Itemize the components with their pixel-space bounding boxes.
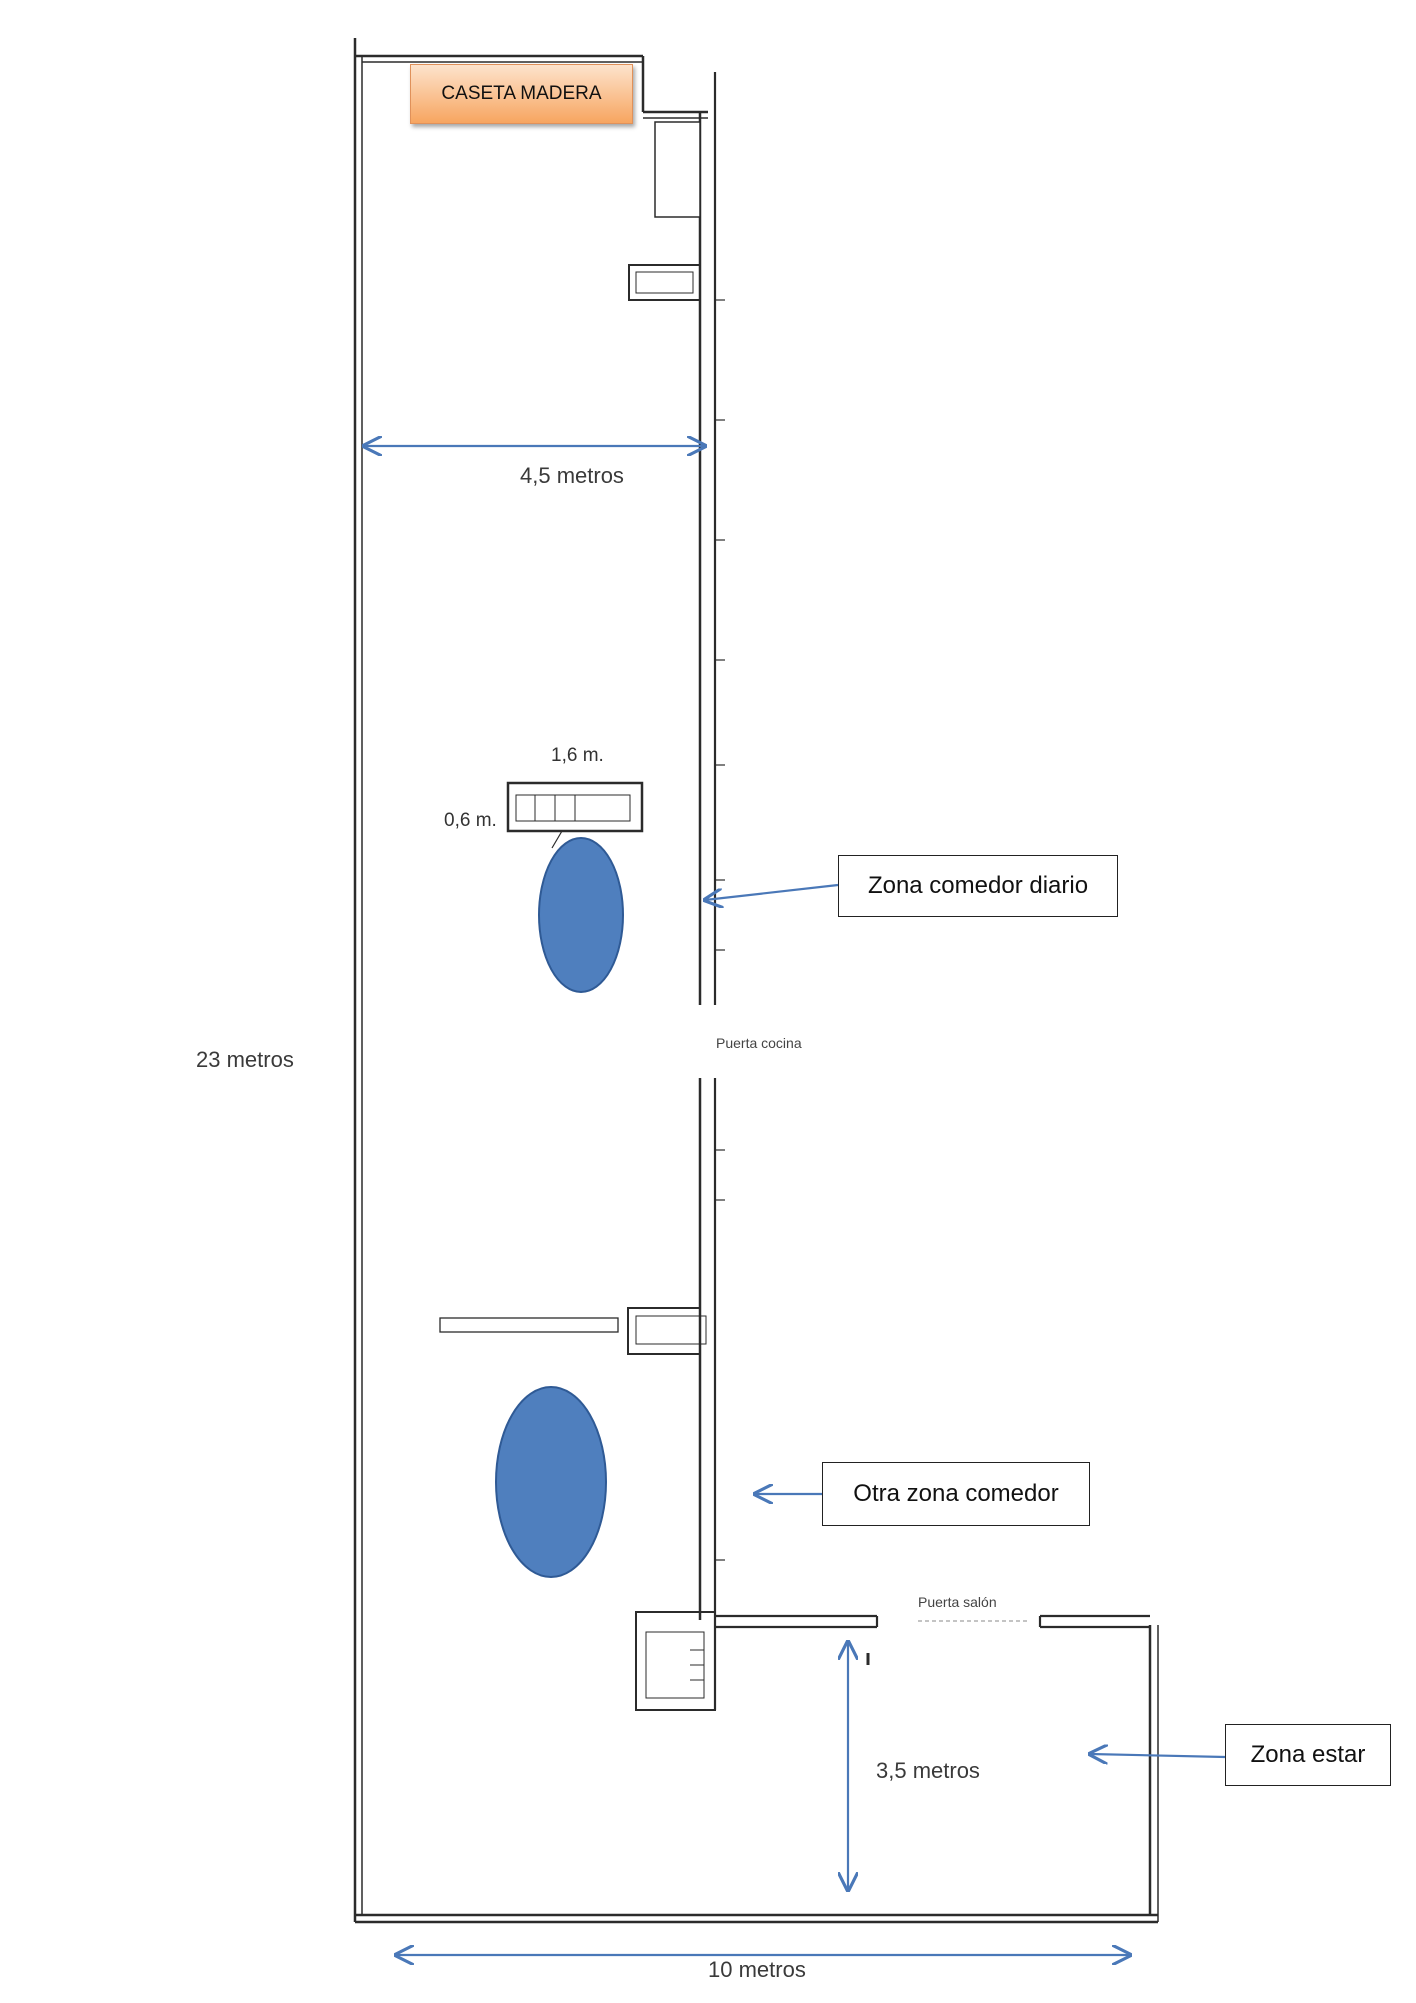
dim-table-length: 1,6 m. [551, 745, 604, 766]
outer-walls [353, 38, 1159, 1924]
bench [439, 1317, 619, 1333]
arrow-estar [1090, 1754, 1226, 1757]
dim-width-bottom: 10 metros [708, 1957, 806, 1982]
dim-height: 23 metros [196, 1047, 294, 1072]
living-walls [715, 1614, 1150, 1665]
arrow-comedor-diario [705, 883, 839, 900]
label-puerta-salon: Puerta salón [918, 1594, 997, 1610]
callout-otra-zona-comedor: Otra zona comedor [822, 1462, 1090, 1526]
dim-table-depth: 0,6 m. [444, 810, 497, 831]
wall-fixtures [627, 121, 716, 1711]
dim-width-living: 3,5 metros [876, 1758, 980, 1783]
table-ellipse-bottom [495, 1386, 607, 1578]
callout-zona-estar: Zona estar [1225, 1724, 1391, 1786]
top-table [506, 781, 644, 849]
arrows [364, 446, 1226, 1955]
callout-zona-comedor-diario: Zona comedor diario [838, 855, 1118, 917]
label-puerta-cocina: Puerta cocina [716, 1035, 802, 1051]
table-ellipse-top [538, 837, 624, 993]
interior-wall [698, 72, 725, 1710]
dim-width-top: 4,5 metros [520, 463, 624, 488]
caseta-madera-label: CASETA MADERA [410, 64, 633, 124]
